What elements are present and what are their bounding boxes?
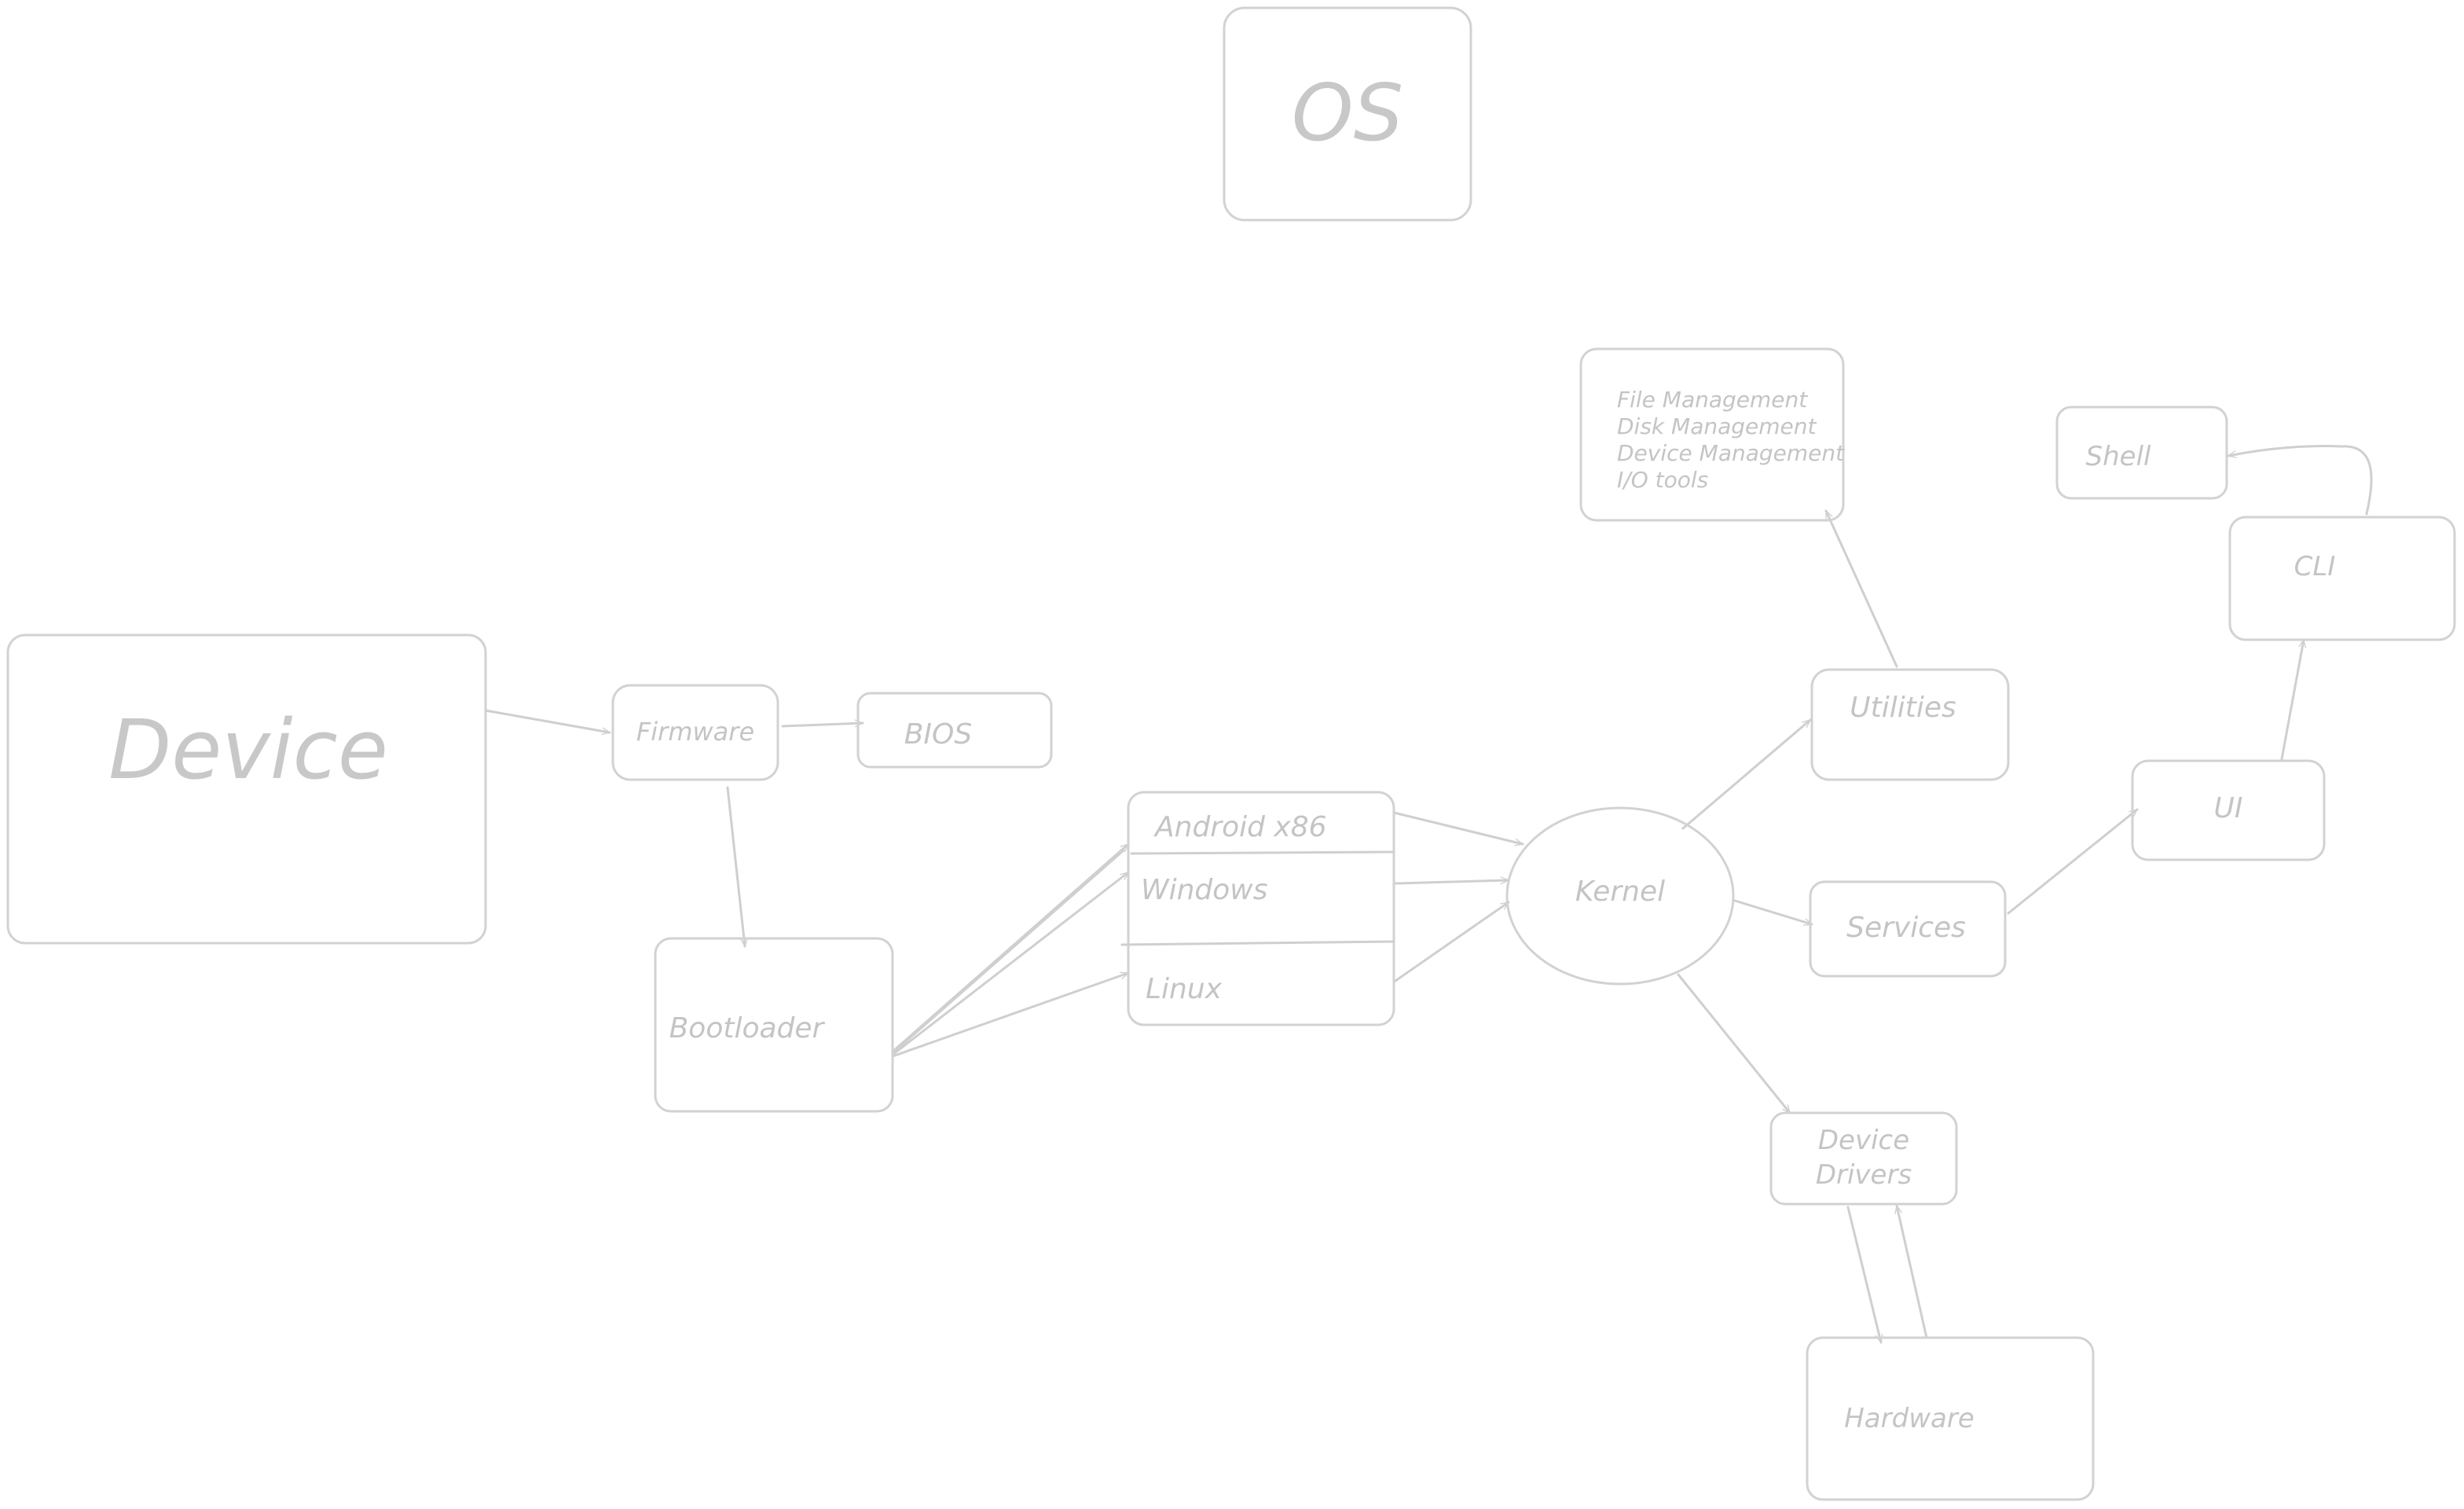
os-table-node[interactable]: Android x86 Windows Linux bbox=[1120, 791, 1395, 1026]
edge-kernel-services bbox=[1733, 899, 1813, 926]
title-label: OS bbox=[1292, 67, 1403, 159]
kernel-label: Kernel bbox=[1575, 876, 1665, 908]
utilities-label: Utilities bbox=[1850, 692, 1956, 724]
device-drivers-label: Device bbox=[1818, 1125, 1909, 1156]
utilities-detail-line: File Management bbox=[1617, 387, 1808, 413]
shell-node[interactable]: Shell bbox=[2055, 406, 2228, 500]
edge-android-kernel bbox=[1392, 811, 1524, 846]
services-label: Services bbox=[1846, 912, 1966, 944]
edge-bootloader-linux bbox=[891, 971, 1130, 1058]
hardware-label: Hardware bbox=[1844, 1403, 1974, 1434]
services-node[interactable]: Services bbox=[1809, 880, 2007, 978]
device-node[interactable]: Device bbox=[6, 633, 487, 945]
edge-services-ui bbox=[2007, 808, 2139, 915]
firmware-label: Firmware bbox=[636, 717, 754, 747]
bootloader-label: Bootloader bbox=[669, 1012, 826, 1045]
edge-utilities-filemgmt bbox=[1824, 509, 1898, 668]
ui-label: UI bbox=[2214, 792, 2243, 824]
edge-firmware-bootloader bbox=[726, 786, 748, 948]
edge-bootloader-android bbox=[891, 843, 1130, 1053]
hardware-node[interactable]: Hardware bbox=[1806, 1336, 2095, 1501]
firmware-node[interactable]: Firmware bbox=[611, 684, 779, 781]
device-drivers-label: Drivers bbox=[1816, 1159, 1912, 1191]
kernel-node[interactable]: Kernel bbox=[1505, 806, 1735, 986]
edge-ui-cli bbox=[2280, 638, 2307, 761]
edges bbox=[484, 445, 2373, 1344]
edge-cli-shell bbox=[2227, 445, 2373, 516]
title-node[interactable]: OS bbox=[1223, 6, 1472, 222]
edge-linux-kernel bbox=[1394, 901, 1510, 982]
utilities-detail-line: Disk Management bbox=[1617, 413, 1817, 439]
utilities-node[interactable]: Utilities bbox=[1810, 668, 2010, 781]
device-label: Device bbox=[108, 702, 388, 798]
bootloader-node[interactable]: Bootloader bbox=[654, 937, 894, 1113]
bios-label: BIOS bbox=[904, 718, 973, 751]
utilities-detail-line: I/O tools bbox=[1617, 467, 1708, 493]
shell-label: Shell bbox=[2086, 441, 2151, 472]
device-drivers-node[interactable]: Device Drivers bbox=[1769, 1111, 1958, 1206]
utilities-detail-node[interactable]: File Management Disk Management Device M… bbox=[1579, 347, 1845, 522]
os-windows-label: Windows bbox=[1141, 874, 1268, 906]
ui-node[interactable]: UI bbox=[2131, 759, 2326, 861]
os-linux-label: Linux bbox=[1146, 973, 1223, 1005]
cli-node[interactable]: CLI bbox=[2228, 516, 2456, 641]
edge-drivers-hardware bbox=[1846, 1206, 1883, 1344]
edge-kernel-drivers bbox=[1677, 973, 1791, 1114]
edge-firmware-bios bbox=[781, 719, 864, 728]
bios-node[interactable]: BIOS bbox=[856, 692, 1053, 769]
os-android-label: Android x86 bbox=[1153, 811, 1327, 843]
edge-hardware-drivers bbox=[1894, 1204, 1928, 1339]
utilities-detail-line: Device Management bbox=[1617, 440, 1845, 466]
cli-label: CLI bbox=[2294, 551, 2336, 582]
edge-bootloader-android-2 bbox=[891, 849, 1125, 1055]
edge-kernel-utilities bbox=[1681, 718, 1812, 830]
edge-bootloader-windows bbox=[891, 871, 1130, 1056]
edge-device-firmware bbox=[484, 709, 611, 736]
edge-windows-kernel bbox=[1394, 876, 1510, 885]
